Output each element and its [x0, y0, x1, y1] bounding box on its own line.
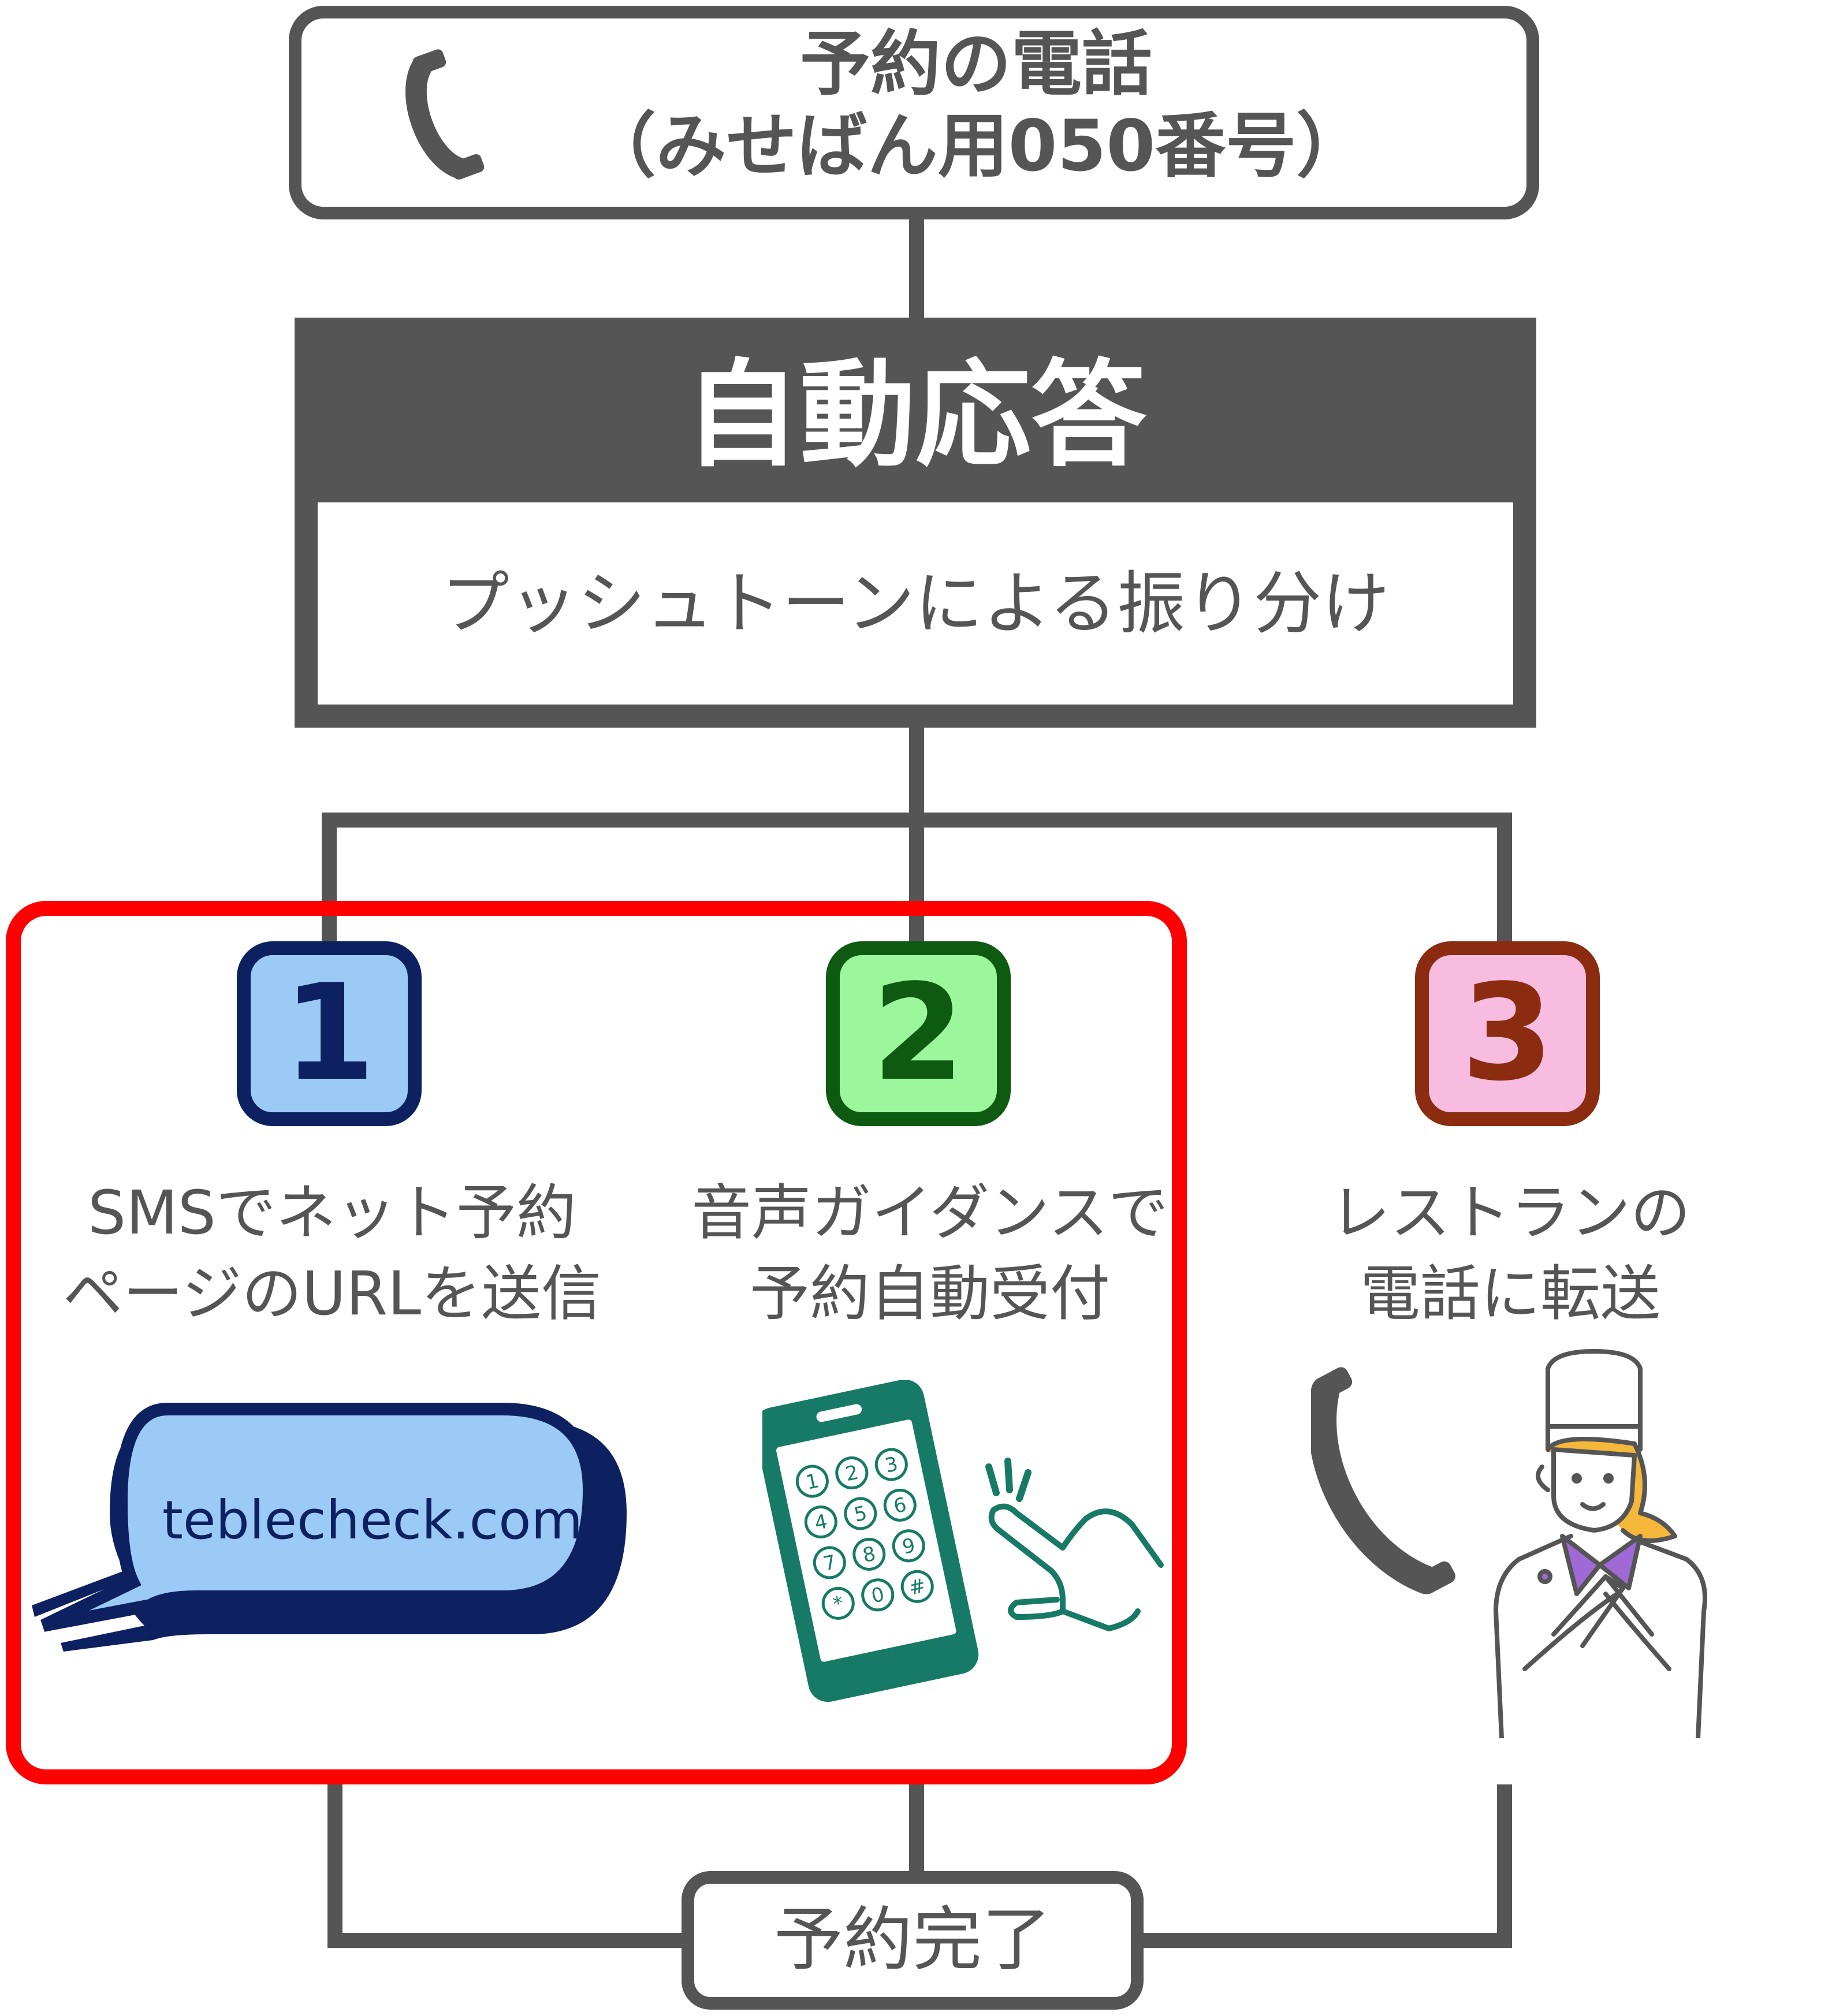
reservation-complete-label: 予約完了: [774, 1900, 1051, 1980]
incoming-call-label: 予約の電話 （みせばん用050番号）: [566, 23, 1386, 187]
phone-handset-icon-right: [1311, 1367, 1455, 1594]
option-1-badge: 1: [237, 941, 422, 1126]
phone-handset-icon: [405, 49, 485, 180]
keypad-key-ring: [813, 1546, 846, 1579]
keypad-key-ring: [795, 1465, 829, 1498]
keypad-key-ring: [883, 1488, 917, 1522]
sms-bubble-icon: [32, 1403, 627, 1652]
option-1-line1: SMSでネット予約: [88, 1177, 576, 1248]
auto-response-header: [295, 318, 1536, 514]
incoming-call-box: [289, 6, 1539, 219]
keypad-key-ring: [821, 1586, 855, 1620]
option-3-line2: 電話に転送: [1360, 1258, 1660, 1329]
chef-illustration: [1494, 1349, 1707, 1738]
keypad-key-ring: [835, 1456, 869, 1490]
option-3-badge: 3: [1415, 941, 1600, 1126]
keypad-key-ring: [804, 1506, 837, 1539]
incoming-call-number-note: （みせばん用050番号）: [585, 105, 1367, 187]
option-2-line1: 音声ガイダンスで: [691, 1177, 1168, 1248]
option-3-line1: レストランの: [1330, 1177, 1690, 1248]
option-2-label: 音声ガイダンスで 予約自動受付: [624, 1172, 1236, 1334]
highlight-frame: [6, 901, 1187, 1784]
option-2-line2: 予約自動受付: [749, 1258, 1110, 1329]
reservation-complete-box: [682, 1871, 1144, 2010]
option-3-label: レストランの 電話に転送: [1242, 1172, 1779, 1334]
auto-response-subtitle: プッシュトーンによる振り分け: [441, 564, 1390, 643]
keypad-key-ring: [861, 1578, 895, 1612]
keypad-key-ring: [852, 1537, 886, 1571]
keypad-key-ring: [900, 1570, 934, 1603]
keypad-key-ring: [874, 1448, 908, 1481]
option-1-label: SMSでネット予約 ページのURLを送信: [35, 1172, 630, 1334]
option-1-line2: ページのURLを送信: [62, 1258, 602, 1329]
auto-response-body: [295, 502, 1536, 728]
sms-bubble-url: teblecheck.com: [162, 1489, 583, 1551]
keypad-key-ring: [892, 1529, 925, 1563]
incoming-call-title: 予約の電話: [800, 23, 1152, 105]
auto-response-title: 自動応答: [684, 348, 1146, 483]
keypad-key-ring: [844, 1497, 877, 1530]
option-2-badge: 2: [826, 941, 1011, 1126]
